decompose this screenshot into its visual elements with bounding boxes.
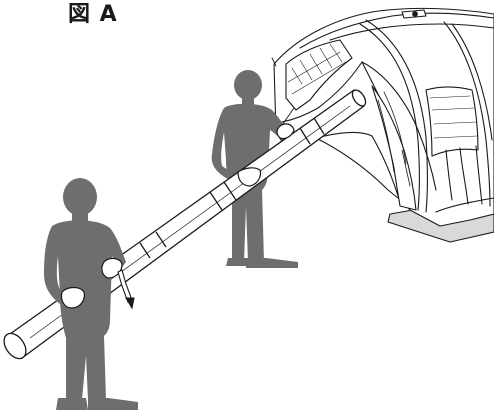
front-person-silhouette bbox=[44, 178, 138, 410]
